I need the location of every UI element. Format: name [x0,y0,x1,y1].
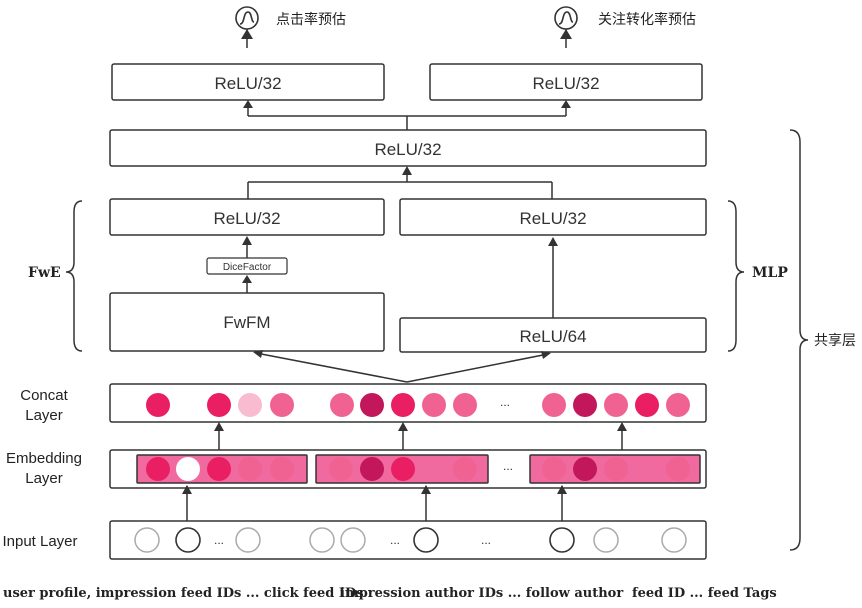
embedding-node-7 [360,457,384,481]
embedding-node-1 [146,457,170,481]
concat-node-13 [635,393,659,417]
input-node-8 [593,527,619,553]
concat-layer-label-2: Layer [25,407,63,424]
input-node-5 [340,527,366,553]
embedding-node-12 [604,457,628,481]
relu-box-mlp [399,198,707,236]
concat-layer-label-1: Concat [20,387,68,404]
mlp-label: MLP [752,265,788,281]
sigmoid-icon-right [554,6,578,48]
concat-node-10 [542,393,566,417]
concat-ellipsis: ... [500,395,510,409]
relu-box-fwe-label: ReLU/32 [213,209,280,228]
arrow-concat-to-relu64 [406,353,549,383]
embedding-node-8 [391,457,415,481]
relu-box-task-left-label: ReLU/32 [214,74,281,93]
concat-node-14 [666,393,690,417]
fwfm-label: FwFM [223,313,270,332]
embedding-node-3 [207,457,231,481]
dicefactor-box [206,257,288,275]
input-node-1 [134,527,160,553]
shared-layer-label: 共享层 [814,332,856,349]
concat-node-9 [453,393,477,417]
embedding-node-6 [329,457,353,481]
concat-node-4 [270,393,294,417]
concat-node-3 [238,393,262,417]
input-node-2 [175,527,201,553]
concat-node-8 [422,393,446,417]
input-ellipsis-2: ... [390,533,400,547]
input-layer-label: Input Layer [2,533,77,550]
embedding-layer-label-1: Embedding [6,450,82,467]
fwe-label: FwE [28,265,61,281]
sigmoid-icon-left [235,6,259,48]
relu-box-fwe [109,198,385,236]
concat-node-2 [207,393,231,417]
relu-box-shared [109,129,707,167]
arrow-concat-to-fwfm [255,352,408,383]
embedding-node-2 [176,457,200,481]
input-node-7 [549,527,575,553]
output-label-cvr: 关注转化率预估 [598,11,696,28]
input-group-label-2: impression author IDs ... follow author [340,586,623,601]
input-ellipsis-1: ... [214,533,224,547]
embedding-nodes [146,457,690,481]
relu-64-label: ReLU/64 [519,327,586,346]
input-nodes [134,527,687,553]
input-node-6 [413,527,439,553]
input-group-label-3: feed ID ... feed Tags [632,586,777,601]
input-group-label-1: user profile, impression feed IDs ... cl… [3,586,364,601]
embedding-layer-label-2: Layer [25,470,63,487]
embedding-node-11 [573,457,597,481]
embedding-node-5 [270,457,294,481]
fwfm-box [109,292,385,352]
embedding-node-10 [542,457,566,481]
dicefactor-label: DiceFactor [223,262,272,273]
relu-box-mlp-label: ReLU/32 [519,209,586,228]
input-node-9 [661,527,687,553]
input-node-3 [235,527,261,553]
output-label-ctr: 点击率预估 [276,11,346,28]
shared-bracket [789,129,809,551]
concat-node-1 [146,393,170,417]
fwe-bracket [65,200,83,352]
input-node-4 [309,527,335,553]
embedding-node-13 [666,457,690,481]
relu-box-task-right-label: ReLU/32 [532,74,599,93]
concat-nodes [146,393,690,417]
relu-64-box [399,317,707,353]
concat-node-7 [391,393,415,417]
concat-node-5 [330,393,354,417]
relu-box-shared-label: ReLU/32 [374,140,441,159]
mlp-bracket [727,200,745,352]
embedding-ellipsis: ... [503,459,513,473]
embedding-node-9 [453,457,477,481]
input-ellipsis-3: ... [481,533,491,547]
embedding-node-4 [238,457,262,481]
concat-node-6 [360,393,384,417]
concat-node-12 [604,393,628,417]
concat-node-11 [573,393,597,417]
